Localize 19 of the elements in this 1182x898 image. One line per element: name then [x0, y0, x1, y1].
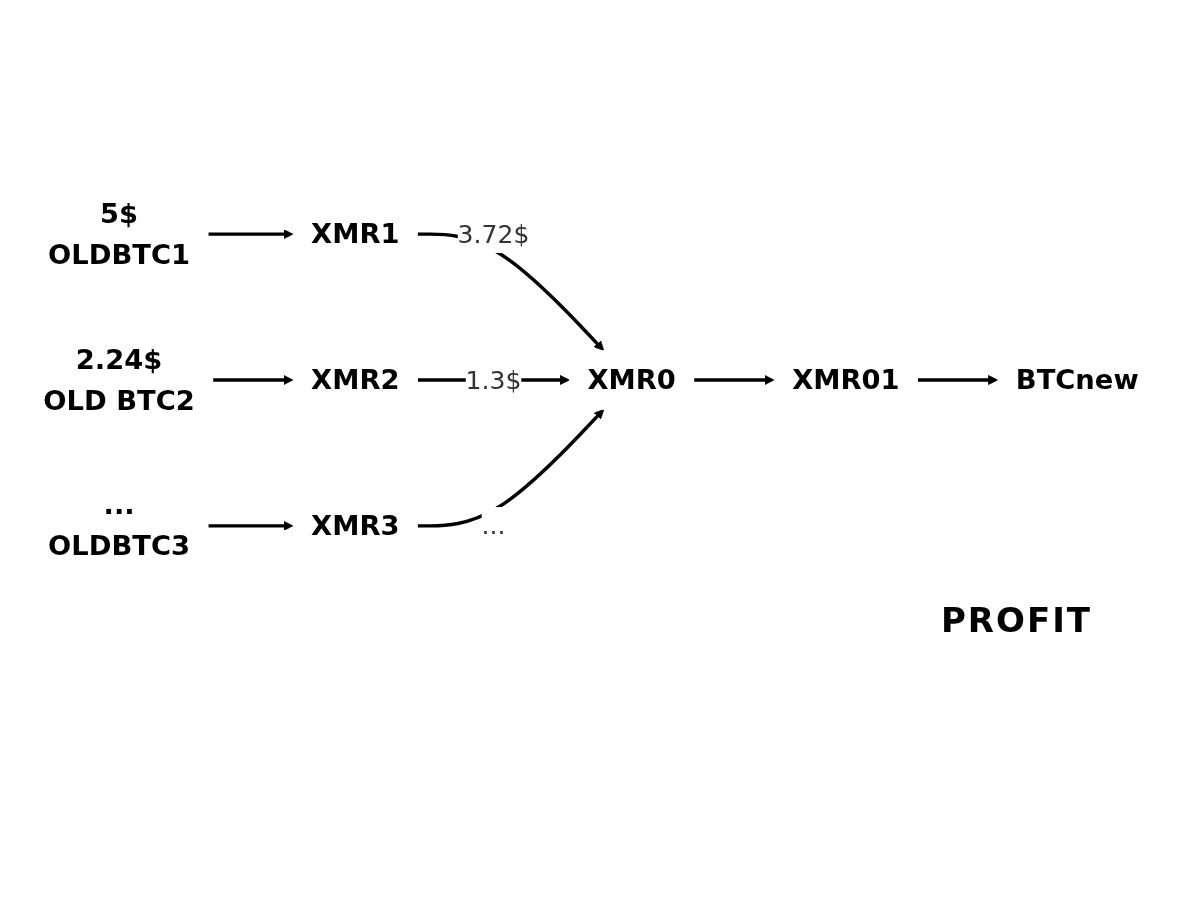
edge-label: 1.3$ [465, 365, 522, 395]
arrow [694, 375, 775, 385]
node-text: XMR01 [792, 364, 900, 396]
node-text: XMR3 [311, 509, 400, 542]
arrow [417, 409, 605, 528]
edge-label: ... [481, 511, 506, 541]
node-text: 2.24$ OLD BTC2 [43, 343, 195, 417]
node-text: XMR0 [587, 364, 676, 396]
node-text: ... OLDBTC3 [48, 489, 191, 563]
node-text: BTCnew [1015, 364, 1139, 396]
edge-label: 3.72$ [457, 219, 530, 249]
note-text: PROFIT [940, 600, 1092, 640]
node-text: XMR2 [311, 364, 400, 396]
arrow [917, 375, 998, 385]
arrow [213, 375, 294, 385]
arrow [208, 229, 294, 240]
arrow [208, 520, 294, 531]
node-text: XMR1 [311, 218, 400, 251]
node-text: 5$ OLDBTC1 [48, 197, 191, 271]
